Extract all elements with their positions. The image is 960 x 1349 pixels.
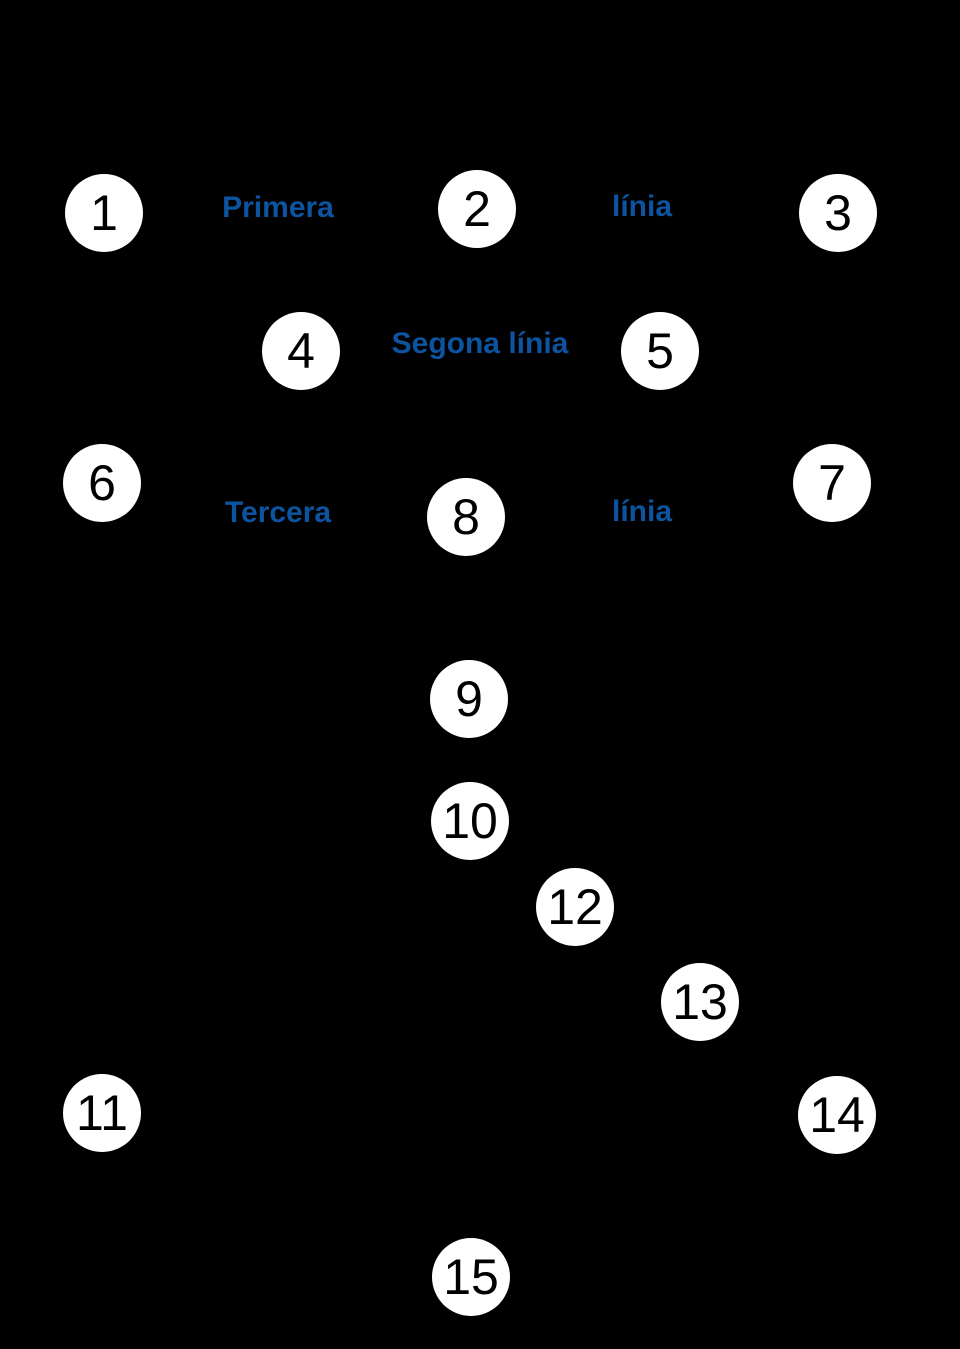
tree-node-9: 9 <box>430 660 508 738</box>
tree-node-6: 6 <box>63 444 141 522</box>
tree-node-8: 8 <box>427 478 505 556</box>
tree-node-11: 11 <box>63 1074 141 1152</box>
tree-node-7: 7 <box>793 444 871 522</box>
level-label-primera: Primera <box>222 191 334 224</box>
level-label-tercera: Tercera <box>224 496 332 529</box>
tree-node-5: 5 <box>621 312 699 390</box>
tree-node-4: 4 <box>262 312 340 390</box>
tree-node-3: 3 <box>799 174 877 252</box>
tree-node-10: 10 <box>431 782 509 860</box>
tree-node-12: 12 <box>536 868 614 946</box>
tree-node-1: 1 <box>65 174 143 252</box>
tree-node-14: 14 <box>798 1076 876 1154</box>
level-label-segona-linia: Segona línia <box>391 327 569 360</box>
tree-node-2: 2 <box>438 170 516 248</box>
level-label-linia-third: línia <box>611 495 673 528</box>
tree-node-15: 15 <box>432 1238 510 1316</box>
tree-node-13: 13 <box>661 963 739 1041</box>
level-label-linia-first: línia <box>611 190 673 223</box>
